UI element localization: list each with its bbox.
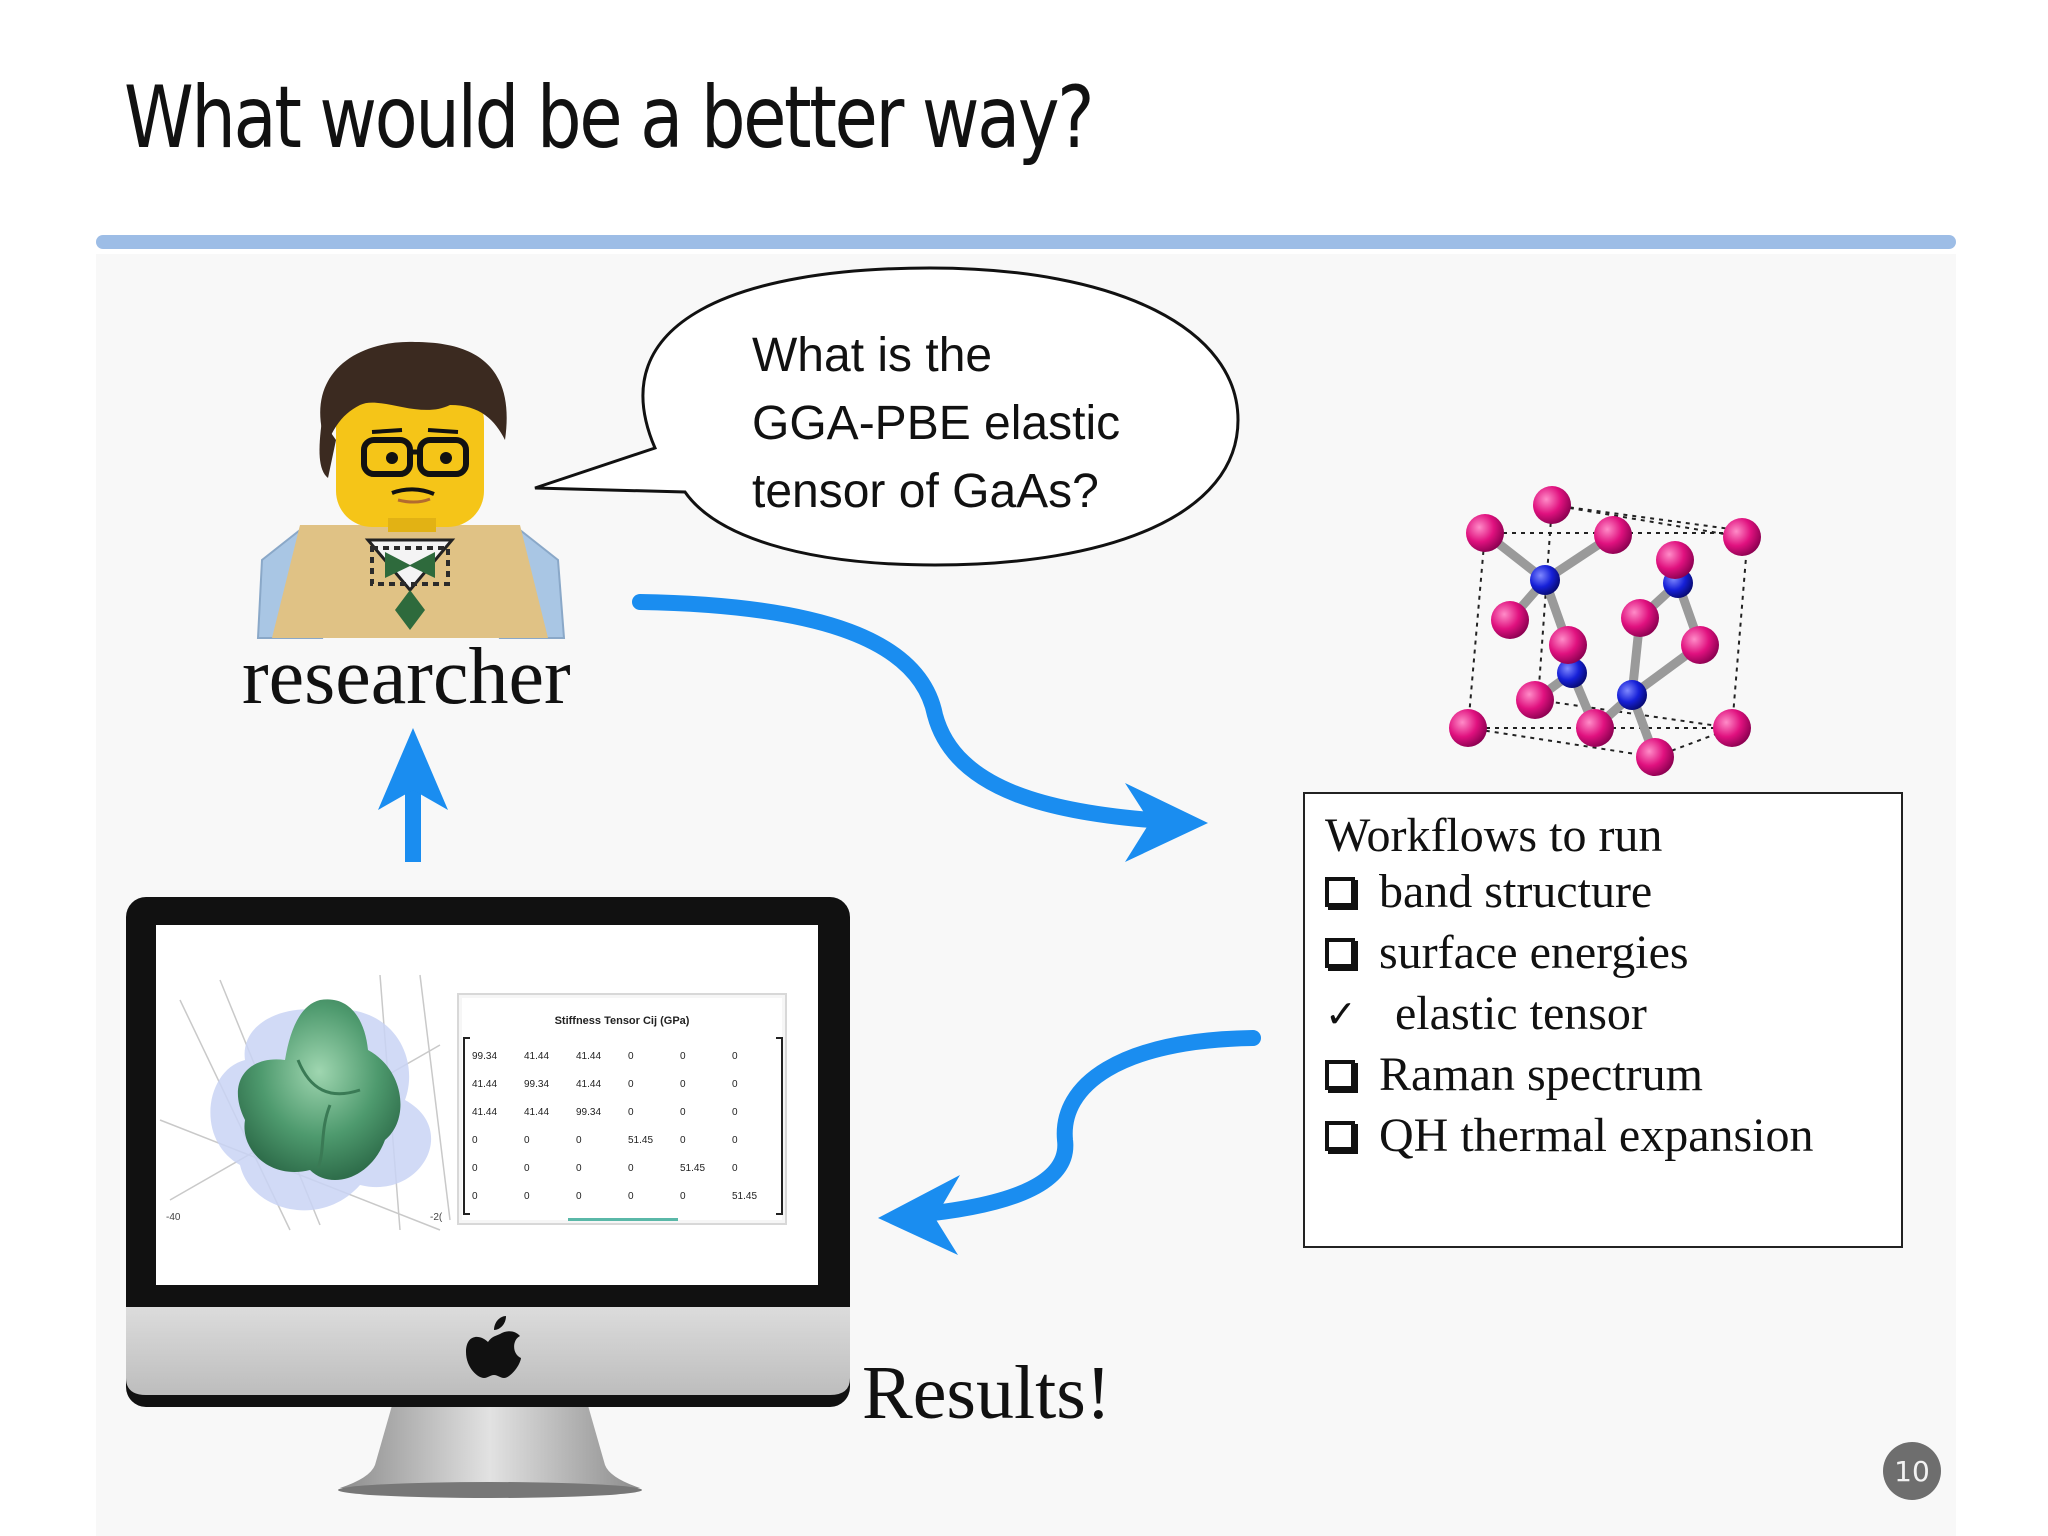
researcher-label: researcher bbox=[242, 633, 571, 721]
tensor-cell: 0 bbox=[576, 1135, 582, 1146]
speech-line-3: tensor of GaAs? bbox=[752, 465, 1099, 518]
tensor-cell: 0 bbox=[680, 1079, 686, 1090]
tensor-cell: 0 bbox=[628, 1079, 634, 1090]
tensor-cell: 0 bbox=[576, 1163, 582, 1174]
arrow-up-to-researcher bbox=[378, 728, 448, 862]
speech-line-1: What is the bbox=[752, 329, 992, 382]
tensor-cell: 99.34 bbox=[524, 1079, 549, 1090]
tensor-cell: 0 bbox=[732, 1051, 738, 1062]
workflow-item-qh-thermal-expansion: QH thermal expansion bbox=[1325, 1108, 1814, 1163]
tensor-cell: 41.44 bbox=[524, 1107, 549, 1118]
plot-axis-label-left: -40 bbox=[166, 1212, 181, 1223]
tensor-cell: 51.45 bbox=[680, 1163, 705, 1174]
tensor-cell: 0 bbox=[732, 1079, 738, 1090]
tensor-table-title: Stiffness Tensor Cij (GPa) bbox=[555, 1015, 690, 1027]
tensor-cell: 41.44 bbox=[576, 1051, 601, 1062]
workflow-item-label: elastic tensor bbox=[1395, 987, 1647, 1040]
arrow-researcher-to-workflows bbox=[632, 594, 1188, 830]
tensor-cell: 0 bbox=[524, 1135, 530, 1146]
checkbox-icon bbox=[1325, 937, 1355, 968]
tensor-cell: 0 bbox=[732, 1163, 738, 1174]
workflow-item-label: QH thermal expansion bbox=[1379, 1109, 1814, 1162]
arrow-workflows-to-results bbox=[907, 1030, 1261, 1223]
tensor-cell: 0 bbox=[680, 1051, 686, 1062]
workflow-item-surface-energies: surface energies bbox=[1325, 925, 1689, 980]
results-label: Results! bbox=[862, 1351, 1112, 1435]
workflow-item-raman-spectrum: Raman spectrum bbox=[1325, 1047, 1703, 1102]
tensor-cell: 41.44 bbox=[472, 1079, 497, 1090]
researcher-minifigure bbox=[256, 341, 566, 639]
tensor-cell: 0 bbox=[680, 1135, 686, 1146]
tensor-cell: 41.44 bbox=[576, 1079, 601, 1090]
plot-axis-label-right: -2( bbox=[430, 1212, 443, 1223]
workflow-item-label: Raman spectrum bbox=[1379, 1048, 1703, 1101]
arrow-head-left bbox=[878, 1175, 960, 1255]
tensor-cell: 0 bbox=[680, 1191, 686, 1202]
tensor-cell: 41.44 bbox=[524, 1051, 549, 1062]
imac-computer: -40 -2( Stiffness Tensor Cij (GPa) 99.34… bbox=[126, 897, 850, 1498]
tensor-cell: 99.34 bbox=[472, 1051, 497, 1062]
workflow-item-band-structure: band structure bbox=[1325, 864, 1652, 919]
tensor-cell: 0 bbox=[732, 1107, 738, 1118]
workflow-item-label: band structure bbox=[1379, 865, 1653, 918]
tensor-cell: 41.44 bbox=[472, 1107, 497, 1118]
elastic-surface-plot: -40 -2( bbox=[159, 974, 451, 1231]
workflows-box: Workflows to run band structure surface … bbox=[1303, 792, 1903, 1248]
tensor-cell: 0 bbox=[472, 1135, 478, 1146]
checkbox-icon bbox=[1325, 876, 1355, 907]
page-number-badge: 10 bbox=[1883, 1442, 1941, 1500]
tensor-cell: 0 bbox=[524, 1163, 530, 1174]
stiffness-tensor-panel: Stiffness Tensor Cij (GPa) 99.34 41.44 41.… bbox=[457, 993, 787, 1225]
tensor-cell: 0 bbox=[628, 1191, 634, 1202]
tensor-cell: 0 bbox=[628, 1107, 634, 1118]
tensor-cell: 0 bbox=[472, 1163, 478, 1174]
tensor-cell: 51.45 bbox=[732, 1191, 757, 1202]
checkbox-icon bbox=[1325, 1120, 1355, 1151]
crystal-structure bbox=[1449, 486, 1761, 776]
workflow-item-label: surface energies bbox=[1379, 926, 1689, 979]
workflow-item-elastic-tensor: ✓ elastic tensor bbox=[1325, 986, 1647, 1041]
tensor-cell: 0 bbox=[732, 1135, 738, 1146]
tensor-matrix: 99.34 41.44 41.44 0 0 0 41.44 99.34 41.44 0 0 0 41.4… bbox=[472, 1051, 757, 1202]
tensor-cell: 51.45 bbox=[628, 1135, 653, 1146]
tensor-cell: 0 bbox=[576, 1191, 582, 1202]
apple-logo-icon bbox=[466, 1316, 521, 1378]
tensor-cell: 0 bbox=[628, 1051, 634, 1062]
workflows-title: Workflows to run bbox=[1325, 809, 1663, 862]
tensor-cell: 99.34 bbox=[576, 1107, 601, 1118]
checkmark-icon: ✓ bbox=[1325, 991, 1357, 1036]
arrow-head-right bbox=[1125, 783, 1208, 862]
tensor-cell: 0 bbox=[680, 1107, 686, 1118]
tensor-cell: 0 bbox=[628, 1163, 634, 1174]
speech-bubble: What is the GGA-PBE elastic tensor of Ga… bbox=[534, 266, 1240, 567]
tensor-cell: 0 bbox=[472, 1191, 478, 1202]
tensor-cell: 0 bbox=[524, 1191, 530, 1202]
slide-title: What would be a better way? bbox=[124, 68, 1095, 168]
speech-line-2: GGA-PBE elastic bbox=[752, 397, 1120, 450]
title-divider bbox=[96, 235, 1956, 249]
checkbox-icon bbox=[1325, 1059, 1355, 1090]
